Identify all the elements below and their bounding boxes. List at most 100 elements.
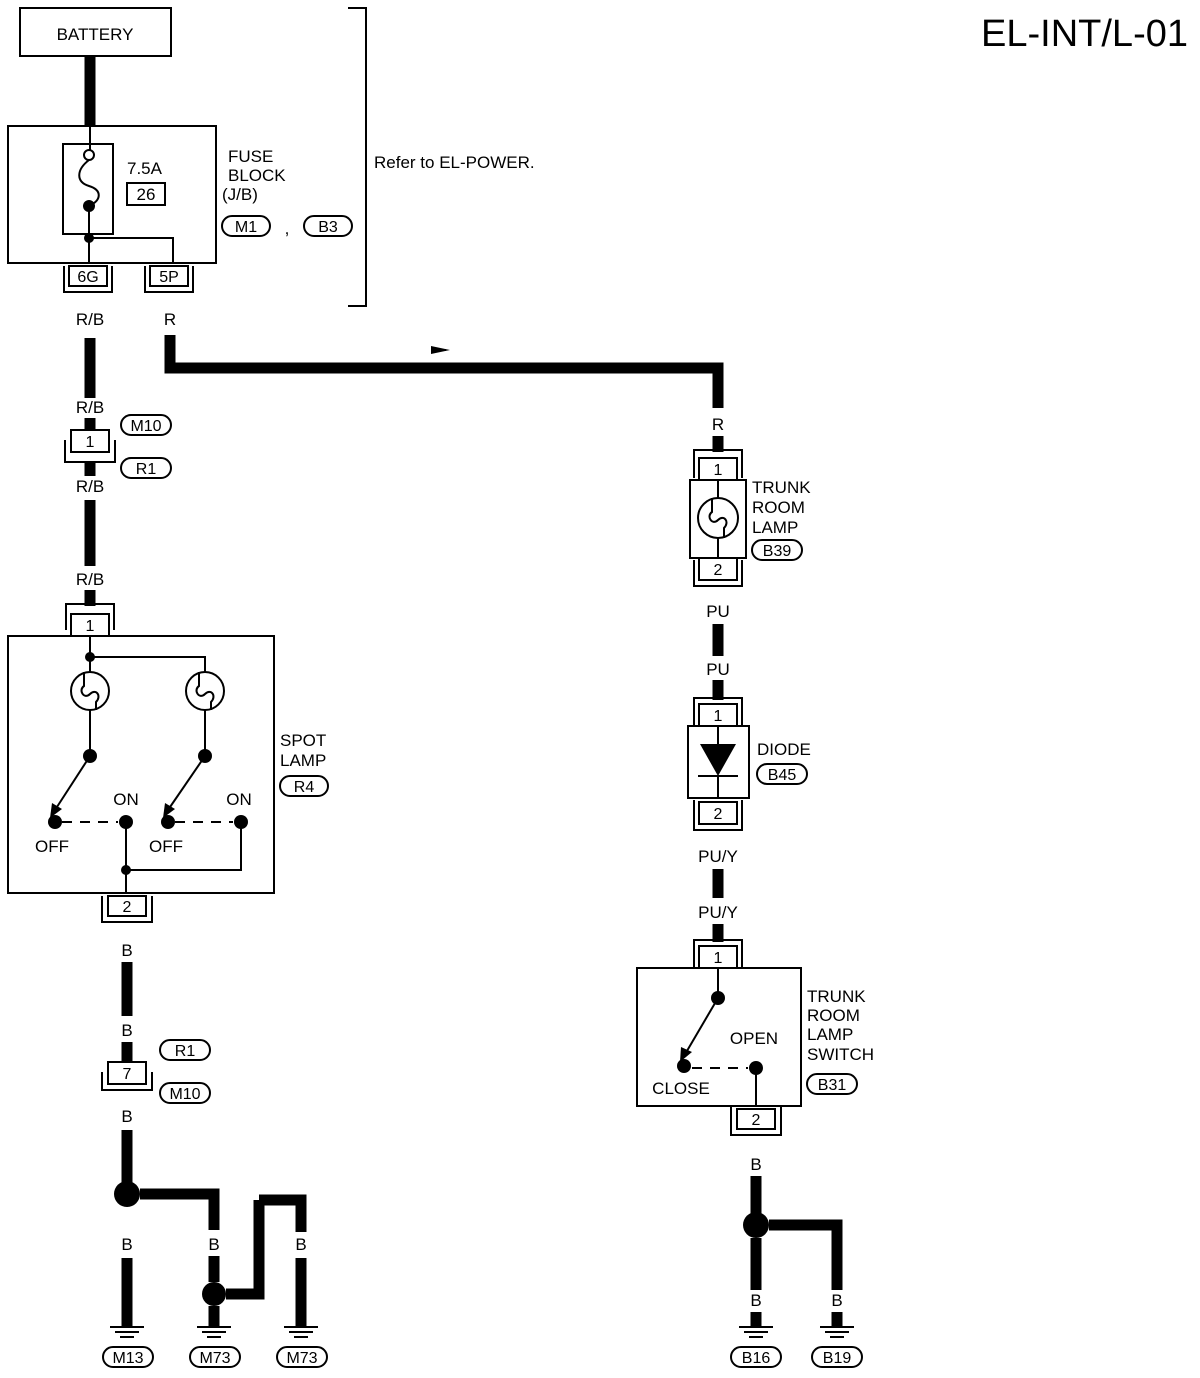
spot-bulb-1-icon xyxy=(70,671,110,711)
joint-upper-box xyxy=(70,429,110,453)
joint-upper-tag-m10 xyxy=(120,414,172,436)
wire-color-rb-3: R/B xyxy=(76,477,104,496)
spot-lamp-pin1-bracket xyxy=(65,603,115,630)
fuse-block-label-2: BLOCK xyxy=(228,166,286,185)
ground-splice-left xyxy=(114,1181,140,1207)
trunk-switch-label-1: TRUNK xyxy=(807,987,866,1006)
fuse-connector-m1: M1 xyxy=(235,219,257,236)
spot-lamp-pin2-bracket xyxy=(101,896,153,923)
spot-lamp-pin1: 1 xyxy=(86,618,95,635)
ground-tag-b19 xyxy=(811,1346,863,1368)
ground-icon-m73-2 xyxy=(284,1326,318,1338)
trunk-switch-pin2-bracket xyxy=(730,1106,782,1136)
spot-switch-2-blade xyxy=(167,755,206,811)
fuse-top-terminal xyxy=(83,149,95,161)
wire-color-b-7: B xyxy=(295,1235,306,1254)
fuse-block-label-1: FUSE xyxy=(228,147,273,166)
joint-lower-connector-r1: R1 xyxy=(175,1043,196,1060)
trunk-lamp-filament xyxy=(708,498,728,538)
wire-color-puy-2: PU/Y xyxy=(698,903,738,922)
diode-pin1-bracket xyxy=(693,697,743,726)
wire-color-puy-1: PU/Y xyxy=(698,847,738,866)
trunk-switch-close-contact xyxy=(677,1059,691,1073)
spot-switch-2-on-label: ON xyxy=(226,790,252,809)
diode-connector: B45 xyxy=(768,767,797,784)
spot-lamp-pin2-box xyxy=(107,895,147,917)
ground-m73-1: M73 xyxy=(199,1350,230,1367)
joint-lower-tag-m10 xyxy=(159,1082,211,1104)
spot-switch-1-blade xyxy=(54,755,91,811)
trunk-switch-pin2: 2 xyxy=(752,1112,761,1129)
spot-switch-1-off-label: OFF xyxy=(35,837,69,856)
wire-color-b-4: B xyxy=(121,1235,132,1254)
trunk-switch-label-2: ROOM xyxy=(807,1006,860,1025)
trunk-switch-label-3: LAMP xyxy=(807,1025,853,1044)
wire-r-run xyxy=(164,335,724,408)
trunk-switch-connector-tag xyxy=(806,1073,858,1095)
diode-label: DIODE xyxy=(757,740,811,759)
trunk-switch-label-4: SWITCH xyxy=(807,1045,874,1064)
wire-color-b-1: B xyxy=(121,941,132,960)
ground-tag-m73-1 xyxy=(189,1346,241,1368)
trunk-lamp-label-2: ROOM xyxy=(752,498,805,517)
wire-color-pu-2: PU xyxy=(706,660,730,679)
fuse-icon xyxy=(78,159,100,207)
spot-lamp-return-node xyxy=(121,865,131,875)
wire-b-branch-m73-2 xyxy=(259,1194,307,1232)
fuse-rating: 7.5A xyxy=(127,159,163,178)
wire-color-b-2: B xyxy=(121,1021,132,1040)
wire-b-branch-b19 xyxy=(769,1219,843,1290)
diode-connector-tag xyxy=(756,763,808,785)
terminal-5p-box xyxy=(149,265,189,287)
power-bracket xyxy=(348,7,367,307)
trunk-switch-connector: B31 xyxy=(818,1077,847,1094)
wire-color-rb-1: R/B xyxy=(76,310,104,329)
trunk-switch-pin2-box xyxy=(736,1108,776,1130)
fuse-connector-tag-m1 xyxy=(221,215,271,237)
wire-color-b-3: B xyxy=(121,1107,132,1126)
spot-bulb-2-filament xyxy=(195,672,215,710)
ground-b16: B16 xyxy=(742,1350,771,1367)
wire-color-b-10: B xyxy=(831,1291,842,1310)
terminal-6g: 6G xyxy=(77,269,98,286)
terminal-5p-bracket xyxy=(144,266,194,293)
ground-b19: B19 xyxy=(823,1350,852,1367)
ground-tag-b16 xyxy=(730,1346,782,1368)
wire-color-pu-1: PU xyxy=(706,602,730,621)
ground-splice-m73 xyxy=(202,1282,226,1306)
wire-b-bridge-m73 xyxy=(226,1232,265,1300)
spot-switch-1-arrow-icon xyxy=(50,803,62,818)
joint-lower-box xyxy=(107,1061,147,1085)
wire-color-b-8: B xyxy=(750,1155,761,1174)
diode-pin2: 2 xyxy=(714,806,723,823)
fuse-number: 26 xyxy=(137,185,156,204)
battery-box xyxy=(19,7,172,57)
spot-lamp-label-2: LAMP xyxy=(280,751,326,770)
fuse-connector-separator: , xyxy=(285,219,290,238)
diode-icon xyxy=(700,744,736,776)
joint-upper-tag-r1 xyxy=(120,457,172,479)
wire-color-b-6: B xyxy=(253,1235,264,1254)
wire-color-r-1: R xyxy=(164,310,176,329)
joint-lower-tag-r1 xyxy=(159,1039,211,1061)
ground-icon-m13 xyxy=(110,1326,144,1338)
joint-lower-connector-m10: M10 xyxy=(169,1086,200,1103)
trunk-lamp-pin2-bracket xyxy=(693,560,743,587)
fuse-branch-line xyxy=(89,237,174,263)
spot-lamp-connector-tag xyxy=(279,775,329,797)
ground-tag-m73-2 xyxy=(276,1346,328,1368)
trunk-lamp-label-1: TRUNK xyxy=(752,478,811,497)
diode-pin2-box xyxy=(698,801,738,825)
spot-switch-2-arrow-icon xyxy=(163,803,175,818)
trunk-switch-pin1: 1 xyxy=(714,950,723,967)
spot-lamp-pin2: 2 xyxy=(123,899,132,916)
wire-color-rb-2: R/B xyxy=(76,398,104,417)
ground-tag-m13 xyxy=(102,1346,154,1368)
terminal-6g-bracket xyxy=(63,266,113,293)
joint-lower-pin: 7 xyxy=(123,1066,132,1083)
spot-switch-2-off-label: OFF xyxy=(149,837,183,856)
trunk-switch-arrow-icon xyxy=(680,1047,692,1062)
spot-bulb-2-icon xyxy=(185,671,225,711)
trunk-switch-open-label: OPEN xyxy=(730,1029,778,1048)
ground-m73-2: M73 xyxy=(286,1350,317,1367)
